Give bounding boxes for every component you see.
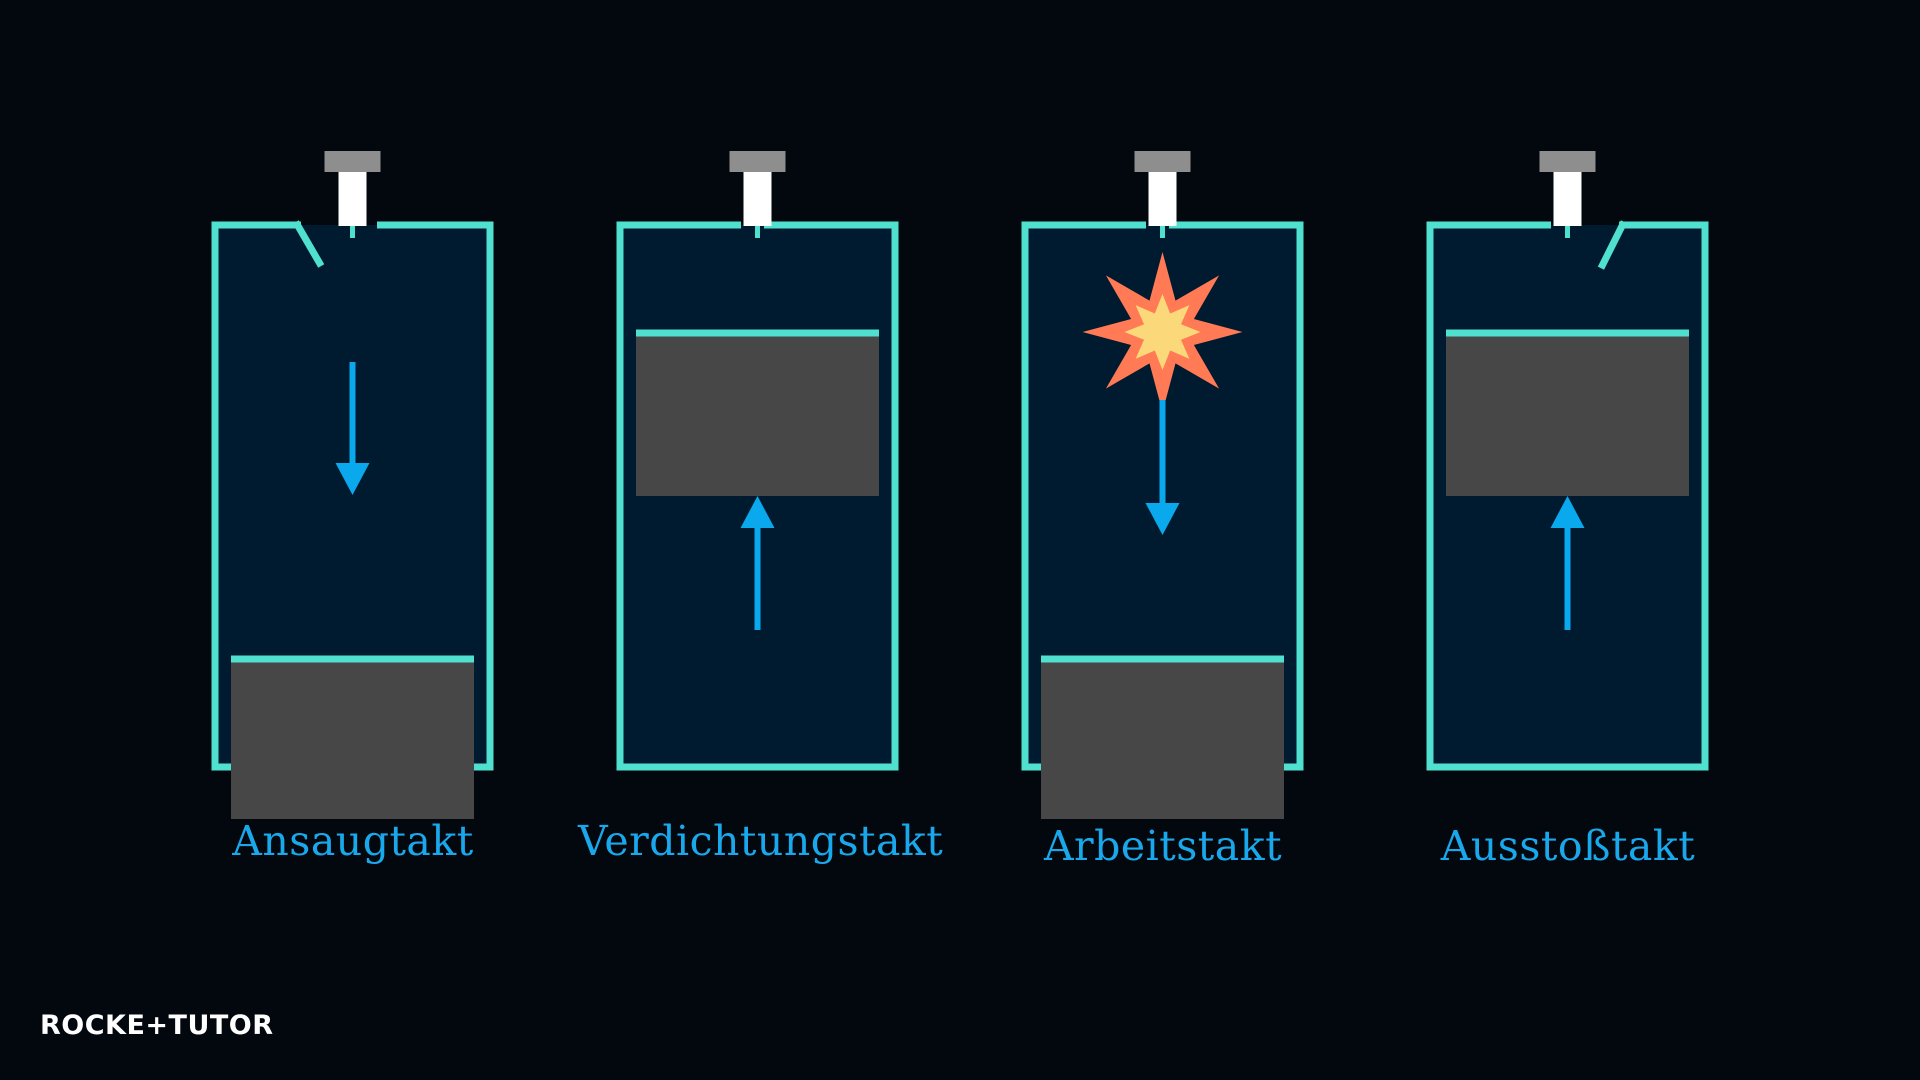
piston — [1446, 333, 1689, 496]
cylinder-intake — [211, 151, 494, 819]
spark-plug-body — [1553, 172, 1582, 226]
piston — [231, 659, 474, 819]
spark-plug-body — [338, 172, 367, 226]
stroke-label-intake: Ansaugtakt — [232, 817, 474, 865]
arrow-head-down — [1145, 503, 1180, 535]
cylinder-power — [1021, 151, 1304, 819]
stroke-label-power: Arbeitstakt — [1043, 822, 1283, 870]
spark-plug-cap — [1134, 151, 1191, 172]
arrow-head-down — [335, 463, 370, 495]
stroke-label-exhaust: Ausstoßtakt — [1440, 822, 1696, 870]
spark-plug-cap — [729, 151, 786, 172]
spark-plug-cap — [324, 151, 381, 172]
spark-plug-body — [1148, 172, 1177, 226]
cylinder-compression — [616, 151, 899, 771]
piston — [1041, 659, 1284, 819]
cylinder-wall — [616, 221, 899, 771]
intake-valve-open — [292, 220, 325, 268]
spark-plug-cap — [1539, 151, 1596, 172]
exhaust-valve-open — [1597, 220, 1628, 270]
spark-plug-body — [743, 172, 772, 226]
cylinder-wall — [1426, 221, 1709, 771]
arrow-head-up — [740, 496, 775, 528]
stroke-label-compression: Verdichtungstakt — [578, 817, 944, 865]
cylinder-exhaust — [1426, 151, 1709, 771]
rocket-tutor-logo: ROCKE+TUTOR — [40, 1010, 274, 1041]
arrow-head-up — [1550, 496, 1585, 528]
ignition-spark-core — [1124, 294, 1201, 370]
piston — [636, 333, 879, 496]
